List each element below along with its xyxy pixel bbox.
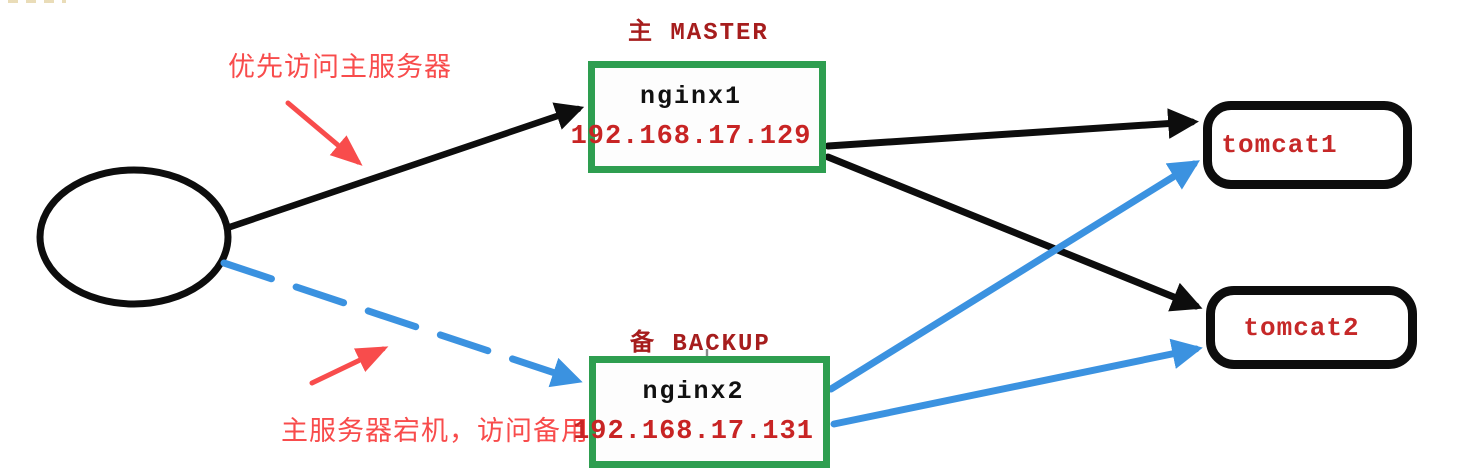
nginx1-box-content: nginx1 192.168.17.129 (571, 82, 812, 152)
top-edge-artifact (8, 0, 66, 3)
client-circle (36, 166, 232, 308)
arrow-nginx1-to-tomcat2 (824, 153, 1203, 312)
nginx1-ip: 192.168.17.129 (570, 122, 812, 152)
arrow-nginx2-to-tomcat2 (830, 338, 1203, 428)
tomcat2-label: tomcat2 (1243, 312, 1360, 343)
annotation-arrow-primary (285, 100, 363, 166)
nginx2-ip: 192.168.17.131 (573, 417, 814, 447)
nginx1-box: nginx1 192.168.17.129 (571, 61, 826, 173)
master-title: 主 MASTER (628, 20, 769, 47)
arrow-client-to-nginx1 (223, 102, 585, 232)
annotation-primary-text: 优先访问主服务器 (228, 52, 452, 83)
tomcat1-box: tomcat1 (1203, 101, 1412, 189)
tomcat1-label: tomcat1 (1221, 130, 1338, 160)
arrow-client-to-nginx2-dashed (220, 259, 583, 388)
arrow-nginx1-to-tomcat1 (824, 108, 1199, 150)
nginx1-hostname: nginx1 (639, 82, 742, 111)
nginx2-box: nginx2 192.168.17.131 (573, 356, 830, 468)
nginx2-hostname: nginx2 (642, 377, 745, 406)
annotation-arrow-failover (309, 346, 389, 386)
tomcat2-box: tomcat2 (1206, 286, 1417, 369)
arrow-nginx2-to-tomcat1 (827, 160, 1200, 393)
nginx2-box-content: nginx2 192.168.17.131 (573, 377, 814, 447)
backup-title: 备 BACKUP (630, 331, 771, 358)
